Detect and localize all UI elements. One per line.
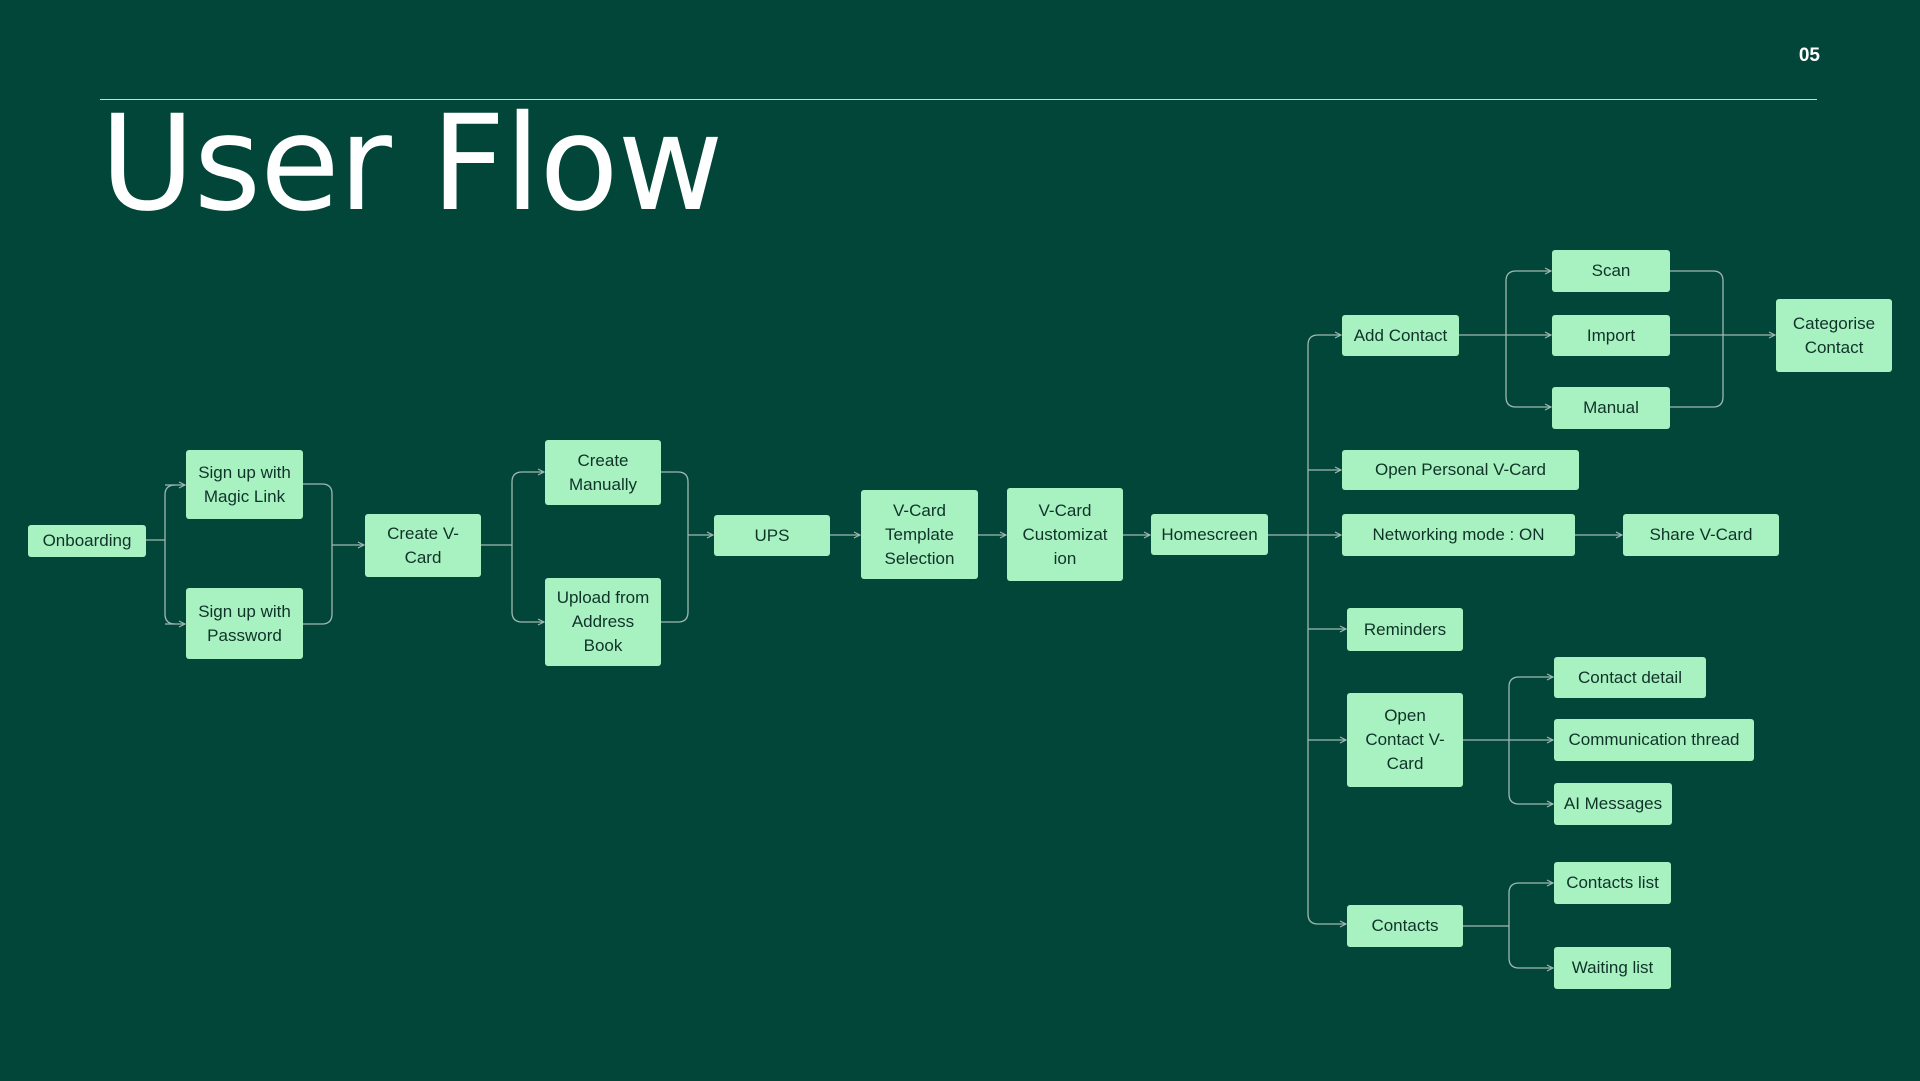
header-divider: [100, 99, 1817, 100]
node-onboarding[interactable]: Onboarding: [28, 525, 146, 557]
node-contacts-list[interactable]: Contacts list: [1554, 862, 1671, 904]
node-networking-mode[interactable]: Networking mode : ON: [1342, 514, 1575, 556]
node-contacts[interactable]: Contacts: [1347, 905, 1463, 947]
node-upload-address-book[interactable]: Upload from Address Book: [545, 578, 661, 666]
node-contact-detail[interactable]: Contact detail: [1554, 657, 1706, 698]
node-add-contact[interactable]: Add Contact: [1342, 315, 1459, 356]
node-homescreen[interactable]: Homescreen: [1151, 514, 1268, 555]
node-reminders[interactable]: Reminders: [1347, 608, 1463, 651]
node-ups[interactable]: UPS: [714, 515, 830, 556]
node-categorise-contact[interactable]: Categorise Contact: [1776, 299, 1892, 372]
node-waiting-list[interactable]: Waiting list: [1554, 947, 1671, 989]
node-open-contact-vcard[interactable]: Open Contact V-Card: [1347, 693, 1463, 787]
page-number: 05: [1798, 45, 1820, 66]
node-template-selection[interactable]: V-Card Template Selection: [861, 490, 978, 579]
slide-title: User Flow: [100, 87, 723, 241]
node-open-personal-vcard[interactable]: Open Personal V-Card: [1342, 450, 1579, 490]
node-manual[interactable]: Manual: [1552, 387, 1670, 429]
node-scan[interactable]: Scan: [1552, 250, 1670, 292]
node-create-manually[interactable]: Create Manually: [545, 440, 661, 505]
node-ai-messages[interactable]: AI Messages: [1554, 783, 1672, 825]
node-vcard-customization[interactable]: V-Card Customizat ion: [1007, 488, 1123, 581]
node-signup-password[interactable]: Sign up with Password: [186, 588, 303, 659]
node-import[interactable]: Import: [1552, 315, 1670, 356]
node-signup-magic-link[interactable]: Sign up with Magic Link: [186, 450, 303, 519]
node-share-vcard[interactable]: Share V-Card: [1623, 514, 1779, 556]
node-communication-thread[interactable]: Communication thread: [1554, 719, 1754, 761]
node-create-vcard[interactable]: Create V-Card: [365, 514, 481, 577]
